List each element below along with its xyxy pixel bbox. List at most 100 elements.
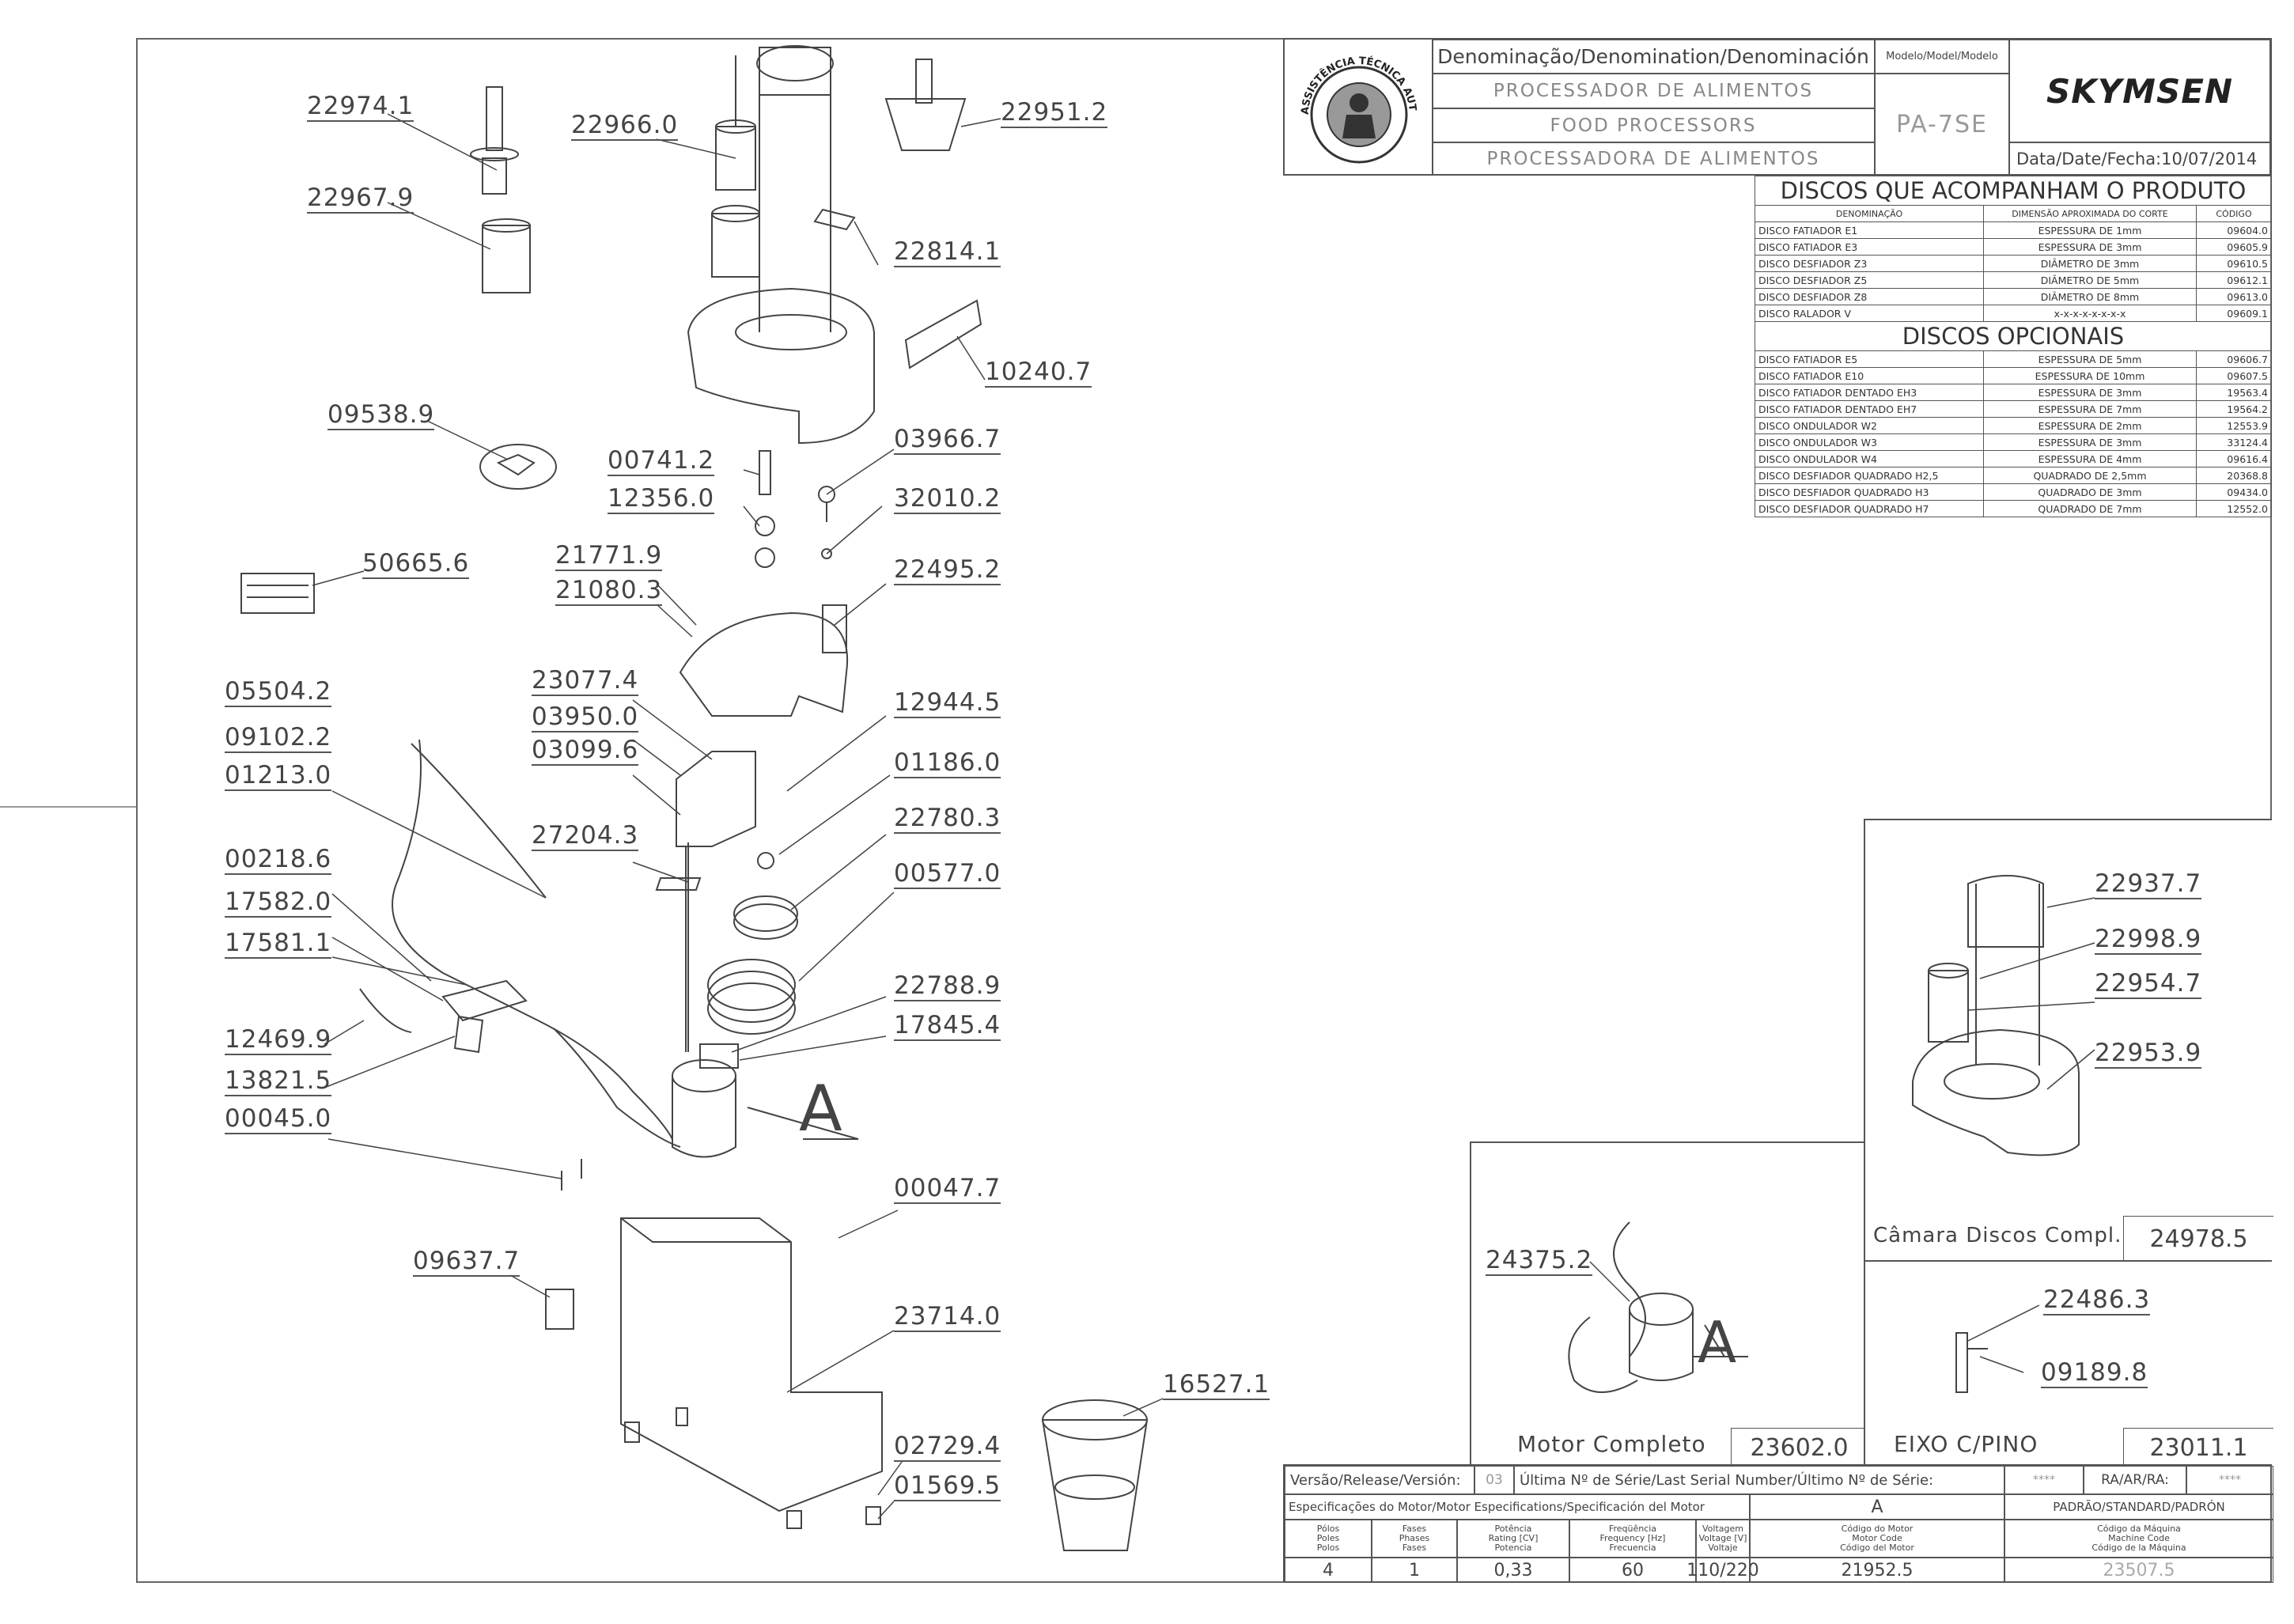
disc-code: 09607.5 bbox=[2196, 367, 2272, 384]
disc-dimension: DIÂMETRO DE 5mm bbox=[1983, 271, 2197, 289]
spec-header: Potência Rating [CV] Potencia bbox=[1457, 1520, 1569, 1558]
disc-dimension: DIÂMETRO DE 8mm bbox=[1983, 288, 2197, 305]
disc-dimension: ESPESSURA DE 4mm bbox=[1983, 450, 2197, 468]
motor-drawing bbox=[1568, 1221, 1748, 1393]
name-es: PROCESSADORA DE ALIMENTOS bbox=[1432, 142, 1875, 176]
part-label: 22814.1 bbox=[894, 237, 1001, 267]
part-label: 17845.4 bbox=[894, 1011, 1001, 1041]
ra-label: RA/AR/RA: bbox=[2084, 1466, 2186, 1494]
disc-code: 19564.2 bbox=[2196, 400, 2272, 418]
spec-value: 21952.5 bbox=[1750, 1558, 2004, 1583]
chamber-detail-box: 22937.7 22998.9 22954.7 22953.9 Câmara D… bbox=[1864, 819, 2273, 1262]
part-label: 32010.2 bbox=[894, 484, 1001, 514]
part-label: 13821.5 bbox=[225, 1066, 332, 1096]
disc-dimension: ESPESSURA DE 7mm bbox=[1983, 400, 2197, 418]
disc-dimension: QUADRADO DE 3mm bbox=[1983, 483, 2197, 501]
part-label: 00045.0 bbox=[225, 1104, 332, 1134]
disc-code: 09609.1 bbox=[2196, 305, 2272, 322]
disc-name: DISCO FATIADOR DENTADO EH7 bbox=[1755, 400, 1984, 418]
version-value: 03 bbox=[1474, 1466, 1514, 1494]
chamber-caption: Câmara Discos Compl. bbox=[1873, 1224, 2122, 1247]
spec-value: 0,33 bbox=[1457, 1558, 1569, 1583]
part-label: 22495.2 bbox=[894, 555, 1001, 585]
part-label: 22954.7 bbox=[2095, 969, 2202, 999]
disc-code: 09434.0 bbox=[2196, 483, 2272, 501]
disc-name: DISCO DESFIADOR Z3 bbox=[1755, 255, 1984, 272]
denomination-header: Denominação/Denomination/Denominación bbox=[1432, 40, 1875, 74]
chamber-code: 24978.5 bbox=[2123, 1216, 2273, 1262]
part-label: 24375.2 bbox=[1486, 1246, 1593, 1276]
motor-detail-box: 24375.2 A Motor Completo 23602.0 bbox=[1470, 1141, 1867, 1467]
disc-name: DISCO RALADOR V bbox=[1755, 305, 1984, 322]
part-label: 22998.9 bbox=[2095, 925, 2202, 955]
disc-name: DISCO DESFIADOR Z5 bbox=[1755, 271, 1984, 289]
drawing-frame bbox=[136, 38, 2272, 1583]
disc-name: DISCO DESFIADOR QUADRADO H3 bbox=[1755, 483, 1984, 501]
name-pt: PROCESSADOR DE ALIMENTOS bbox=[1432, 74, 1875, 108]
part-label: 22966.0 bbox=[571, 111, 679, 141]
part-label: 01213.0 bbox=[225, 761, 332, 791]
shaft-caption: EIXO C/PINO bbox=[1894, 1431, 2038, 1457]
spec-header: Pólos Poles Polos bbox=[1285, 1520, 1372, 1558]
disc-code: 09606.7 bbox=[2196, 350, 2272, 368]
discs-included-title: DISCOS QUE ACOMPANHAM O PRODUTO bbox=[1755, 176, 2272, 206]
part-label: 22974.1 bbox=[307, 92, 415, 122]
spec-value: 110/220 bbox=[1686, 1558, 1759, 1583]
disc-code: 12553.9 bbox=[2196, 417, 2272, 434]
motor-caption: Motor Completo bbox=[1517, 1431, 1706, 1457]
part-label: 23714.0 bbox=[894, 1302, 1001, 1332]
discs-tables: DISCOS QUE ACOMPANHAM O PRODUTO DENOMINA… bbox=[1755, 176, 2272, 517]
title-block: ASSISTÊNCIA TÉCNICA AUTORIZADA Denominaç… bbox=[1280, 31, 2272, 176]
disc-code: 09613.0 bbox=[2196, 288, 2272, 305]
disc-dimension: QUADRADO DE 7mm bbox=[1983, 500, 2197, 517]
part-label: 02729.4 bbox=[894, 1432, 1001, 1462]
part-label: 22486.3 bbox=[2043, 1285, 2151, 1315]
part-label: 03099.6 bbox=[532, 736, 639, 766]
part-label: 10240.7 bbox=[985, 358, 1092, 388]
motor-code: 23602.0 bbox=[1731, 1428, 1867, 1467]
part-label: 00577.0 bbox=[894, 859, 1001, 889]
spec-header: Voltagem Voltage [V] Voltaje bbox=[1696, 1520, 1750, 1558]
spec-value: 60 bbox=[1569, 1558, 1696, 1583]
disc-dimension: ESPESSURA DE 1mm bbox=[1983, 221, 2197, 239]
disc-dimension: DIÂMETRO DE 3mm bbox=[1983, 255, 2197, 272]
part-label: 09538.9 bbox=[327, 400, 435, 430]
disc-code: 09612.1 bbox=[2196, 271, 2272, 289]
disc-name: DISCO DESFIADOR Z8 bbox=[1755, 288, 1984, 305]
part-label: 01569.5 bbox=[894, 1471, 1001, 1501]
part-label: 22967.9 bbox=[307, 184, 415, 214]
serial-value: **** bbox=[2004, 1466, 2084, 1494]
disc-name: DISCO DESFIADOR QUADRADO H7 bbox=[1755, 500, 1984, 517]
shaft-detail-box: 22486.3 09189.8 EIXO C/PINO 23011.1 bbox=[1864, 1260, 2273, 1467]
part-label: 17582.0 bbox=[225, 888, 332, 918]
model-value: PA-7SE bbox=[1875, 74, 2009, 176]
part-label: 50665.6 bbox=[362, 549, 470, 579]
disc-dimension: ESPESSURA DE 5mm bbox=[1983, 350, 2197, 368]
spec-value: 4 bbox=[1285, 1558, 1372, 1583]
part-label: 21080.3 bbox=[555, 576, 663, 606]
motor-letter: A bbox=[1698, 1309, 1737, 1376]
part-label: 22788.9 bbox=[894, 971, 1001, 1001]
col-header: CÓDIGO bbox=[2196, 205, 2272, 222]
part-label: 21771.9 bbox=[555, 541, 663, 571]
disc-name: DISCO ONDULADOR W3 bbox=[1755, 433, 1984, 451]
chamber-drawing bbox=[1912, 875, 2095, 1156]
disc-dimension: ESPESSURA DE 10mm bbox=[1983, 367, 2197, 384]
spec-header: Freqüência Frequency [Hz] Frecuencia bbox=[1569, 1520, 1696, 1558]
part-label: 03966.7 bbox=[894, 425, 1001, 455]
bottom-block: Versão/Release/Versión: 03 Última Nº de … bbox=[1283, 1464, 2273, 1583]
disc-name: DISCO FATIADOR DENTADO EH3 bbox=[1755, 384, 1984, 401]
